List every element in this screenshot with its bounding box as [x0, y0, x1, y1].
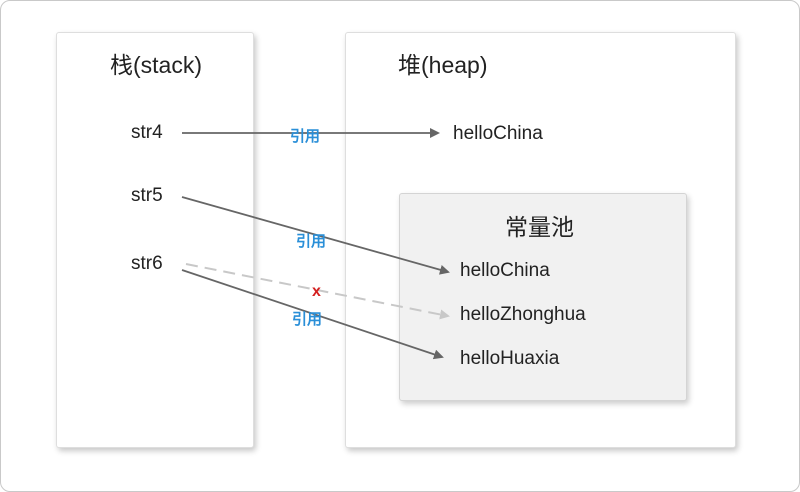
stack-var-str5: str5: [131, 185, 163, 206]
stack-panel: [56, 32, 254, 448]
pool-value-hellohuaxia: helloHuaxia: [460, 348, 560, 369]
reference-label-str5: 引用: [296, 233, 327, 250]
broken-reference-mark: x: [312, 283, 321, 300]
stack-var-str4: str4: [131, 122, 163, 143]
reference-label-str4: 引用: [290, 128, 321, 145]
pool-value-hellozhonghua: helloZhonghua: [460, 304, 586, 325]
stack-title: 栈(stack): [110, 52, 202, 78]
pool-value-hellochina: helloChina: [460, 260, 550, 281]
reference-label-str6: 引用: [292, 311, 323, 328]
constant-pool-title: 常量池: [505, 214, 574, 240]
heap-value-hellochina: helloChina: [453, 123, 543, 144]
stack-var-str6: str6: [131, 253, 163, 274]
heap-title: 堆(heap): [398, 52, 488, 78]
